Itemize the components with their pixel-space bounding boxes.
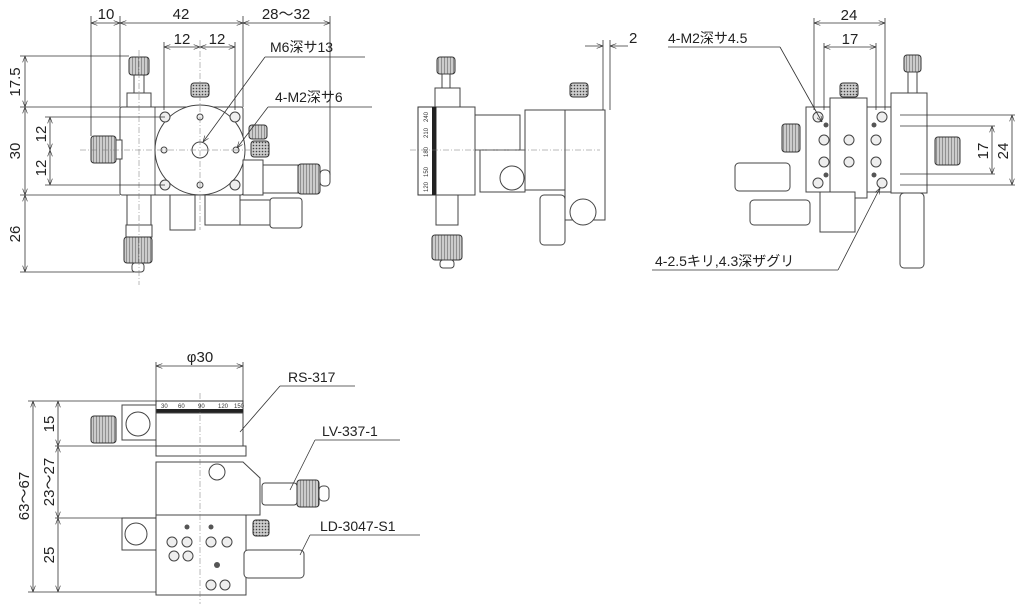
side-bore [499, 165, 525, 191]
bottom-side-block [890, 92, 928, 194]
callout-counterbore: 4-2.5キリ,4.3深ザグリ [655, 253, 794, 269]
dim-30: 30 [7, 143, 24, 160]
bottom-rail [829, 97, 868, 199]
top-view-dimensions: 10 42 28～32 12 12 17.5 30 26 12 12 [7, 6, 331, 273]
scale-label: 150 [234, 404, 245, 410]
lower-block-2 [204, 194, 241, 226]
xy-bore [124, 522, 148, 546]
dim-26: 26 [7, 226, 24, 243]
bottom-side-knob [934, 136, 961, 166]
lock-knob-3 [250, 140, 270, 158]
side-micrometer-thimble [431, 234, 463, 261]
dim-15: 15 [41, 416, 58, 433]
part-label-lv337: LV-337-1 [322, 423, 378, 439]
dim-12-right: 12 [209, 31, 226, 48]
dial-tick-label: 180 [424, 146, 430, 157]
bottom-micrometer-3 [899, 192, 925, 269]
side-micrometer [539, 194, 566, 246]
front-view: 30 60 90 120 150 φ30 63～67 15 23～27 25 R… [16, 349, 420, 604]
callout-m2: 4-M2深サ6 [275, 89, 343, 105]
dim-28-32: 28～32 [262, 6, 310, 23]
side-view: 240 210 180 150 120 2 [410, 30, 637, 269]
side-micrometer-barrel [435, 194, 459, 226]
lv-micrometer-thimble [296, 479, 320, 508]
dim-42: 42 [173, 6, 190, 23]
dim-12-upper: 12 [33, 126, 50, 143]
dim-24-v: 24 [995, 143, 1012, 160]
rotary-base [155, 445, 247, 457]
dim-25: 25 [41, 547, 58, 564]
dim-10: 10 [98, 6, 115, 23]
xy-screws [166, 524, 233, 591]
dim-24-h: 24 [841, 7, 858, 24]
scale-label: 30 [161, 404, 168, 410]
lock-knob-2 [248, 124, 268, 140]
dial-tick-label: 240 [424, 111, 430, 122]
callout-m6: M6深サ13 [270, 39, 333, 55]
ld-micrometer [243, 549, 305, 579]
rotary-stage [155, 412, 244, 447]
part-label-ld3047: LD-3047-S1 [320, 518, 396, 534]
side-knob-collar [115, 139, 123, 160]
side-knob [90, 135, 117, 164]
rotary-knob [90, 415, 117, 444]
bottom-micrometer-tip [131, 262, 145, 273]
side-micrometer-tip [439, 259, 455, 269]
bottom-micrometer-1 [734, 162, 791, 192]
dim-17-h: 17 [842, 31, 859, 48]
dim-63-67: 63～67 [16, 472, 33, 520]
micrometer-mount [242, 159, 264, 196]
side-lock-knob [569, 82, 589, 98]
dial-tick-label: 210 [424, 127, 430, 138]
dim-17-5: 17.5 [7, 67, 24, 96]
goniometer-stage [155, 461, 261, 516]
bottom-left-knob [781, 123, 801, 153]
goniometer-pivot [208, 463, 226, 481]
top-view-callouts: M6深サ13 4-M2深サ6 [203, 39, 372, 148]
lower-block [169, 194, 196, 231]
dim-23-27: 23～27 [41, 458, 58, 506]
top-view: 10 42 28～32 12 12 17.5 30 26 12 12 M6深サ1… [7, 6, 372, 285]
scale-label: 60 [178, 404, 185, 410]
top-view-body [80, 40, 331, 285]
worm-bore [125, 411, 151, 437]
dial-tick-label: 120 [424, 181, 430, 192]
bottom-knob-stem [907, 71, 918, 94]
lv-micrometer-tip [318, 485, 330, 502]
dial-tick-label: 150 [424, 166, 430, 177]
bottom-micrometer-thimble [123, 236, 153, 264]
dim-12-left: 12 [174, 31, 191, 48]
bottom-lock-knob [839, 82, 859, 98]
bottom-view: 24 17 24 17 4-M2深サ4.5 4-2.5キリ,4.3深ザグリ [652, 7, 1015, 271]
micrometer-tip-1 [319, 169, 331, 187]
side-top-knob [436, 56, 456, 75]
part-label-rs317: RS-317 [288, 369, 336, 385]
micrometer-thimble-1 [297, 163, 321, 195]
bottom-top-knob [903, 54, 922, 73]
bottom-lower-block [819, 191, 856, 233]
dim-2: 2 [629, 30, 637, 47]
micrometer-barrel-1 [262, 164, 299, 194]
rotary-scale-bar [156, 409, 243, 413]
dim-12-lower: 12 [33, 160, 50, 177]
linkage-block [474, 114, 521, 151]
bottom-micrometer-2 [749, 199, 811, 226]
dim-phi30: φ30 [187, 349, 213, 366]
side-knob-stem [441, 73, 451, 89]
scale-label: 120 [218, 404, 229, 410]
side-collar [434, 87, 461, 109]
side-bore-2 [569, 198, 597, 226]
micrometer-thimble-2 [269, 197, 303, 229]
dial-scale-bar [432, 107, 436, 195]
xy-lock-knob [252, 519, 270, 537]
callout-m2-4-5: 4-M2深サ4.5 [668, 30, 748, 46]
scale-label: 90 [198, 404, 205, 410]
dim-17-v: 17 [975, 143, 992, 160]
